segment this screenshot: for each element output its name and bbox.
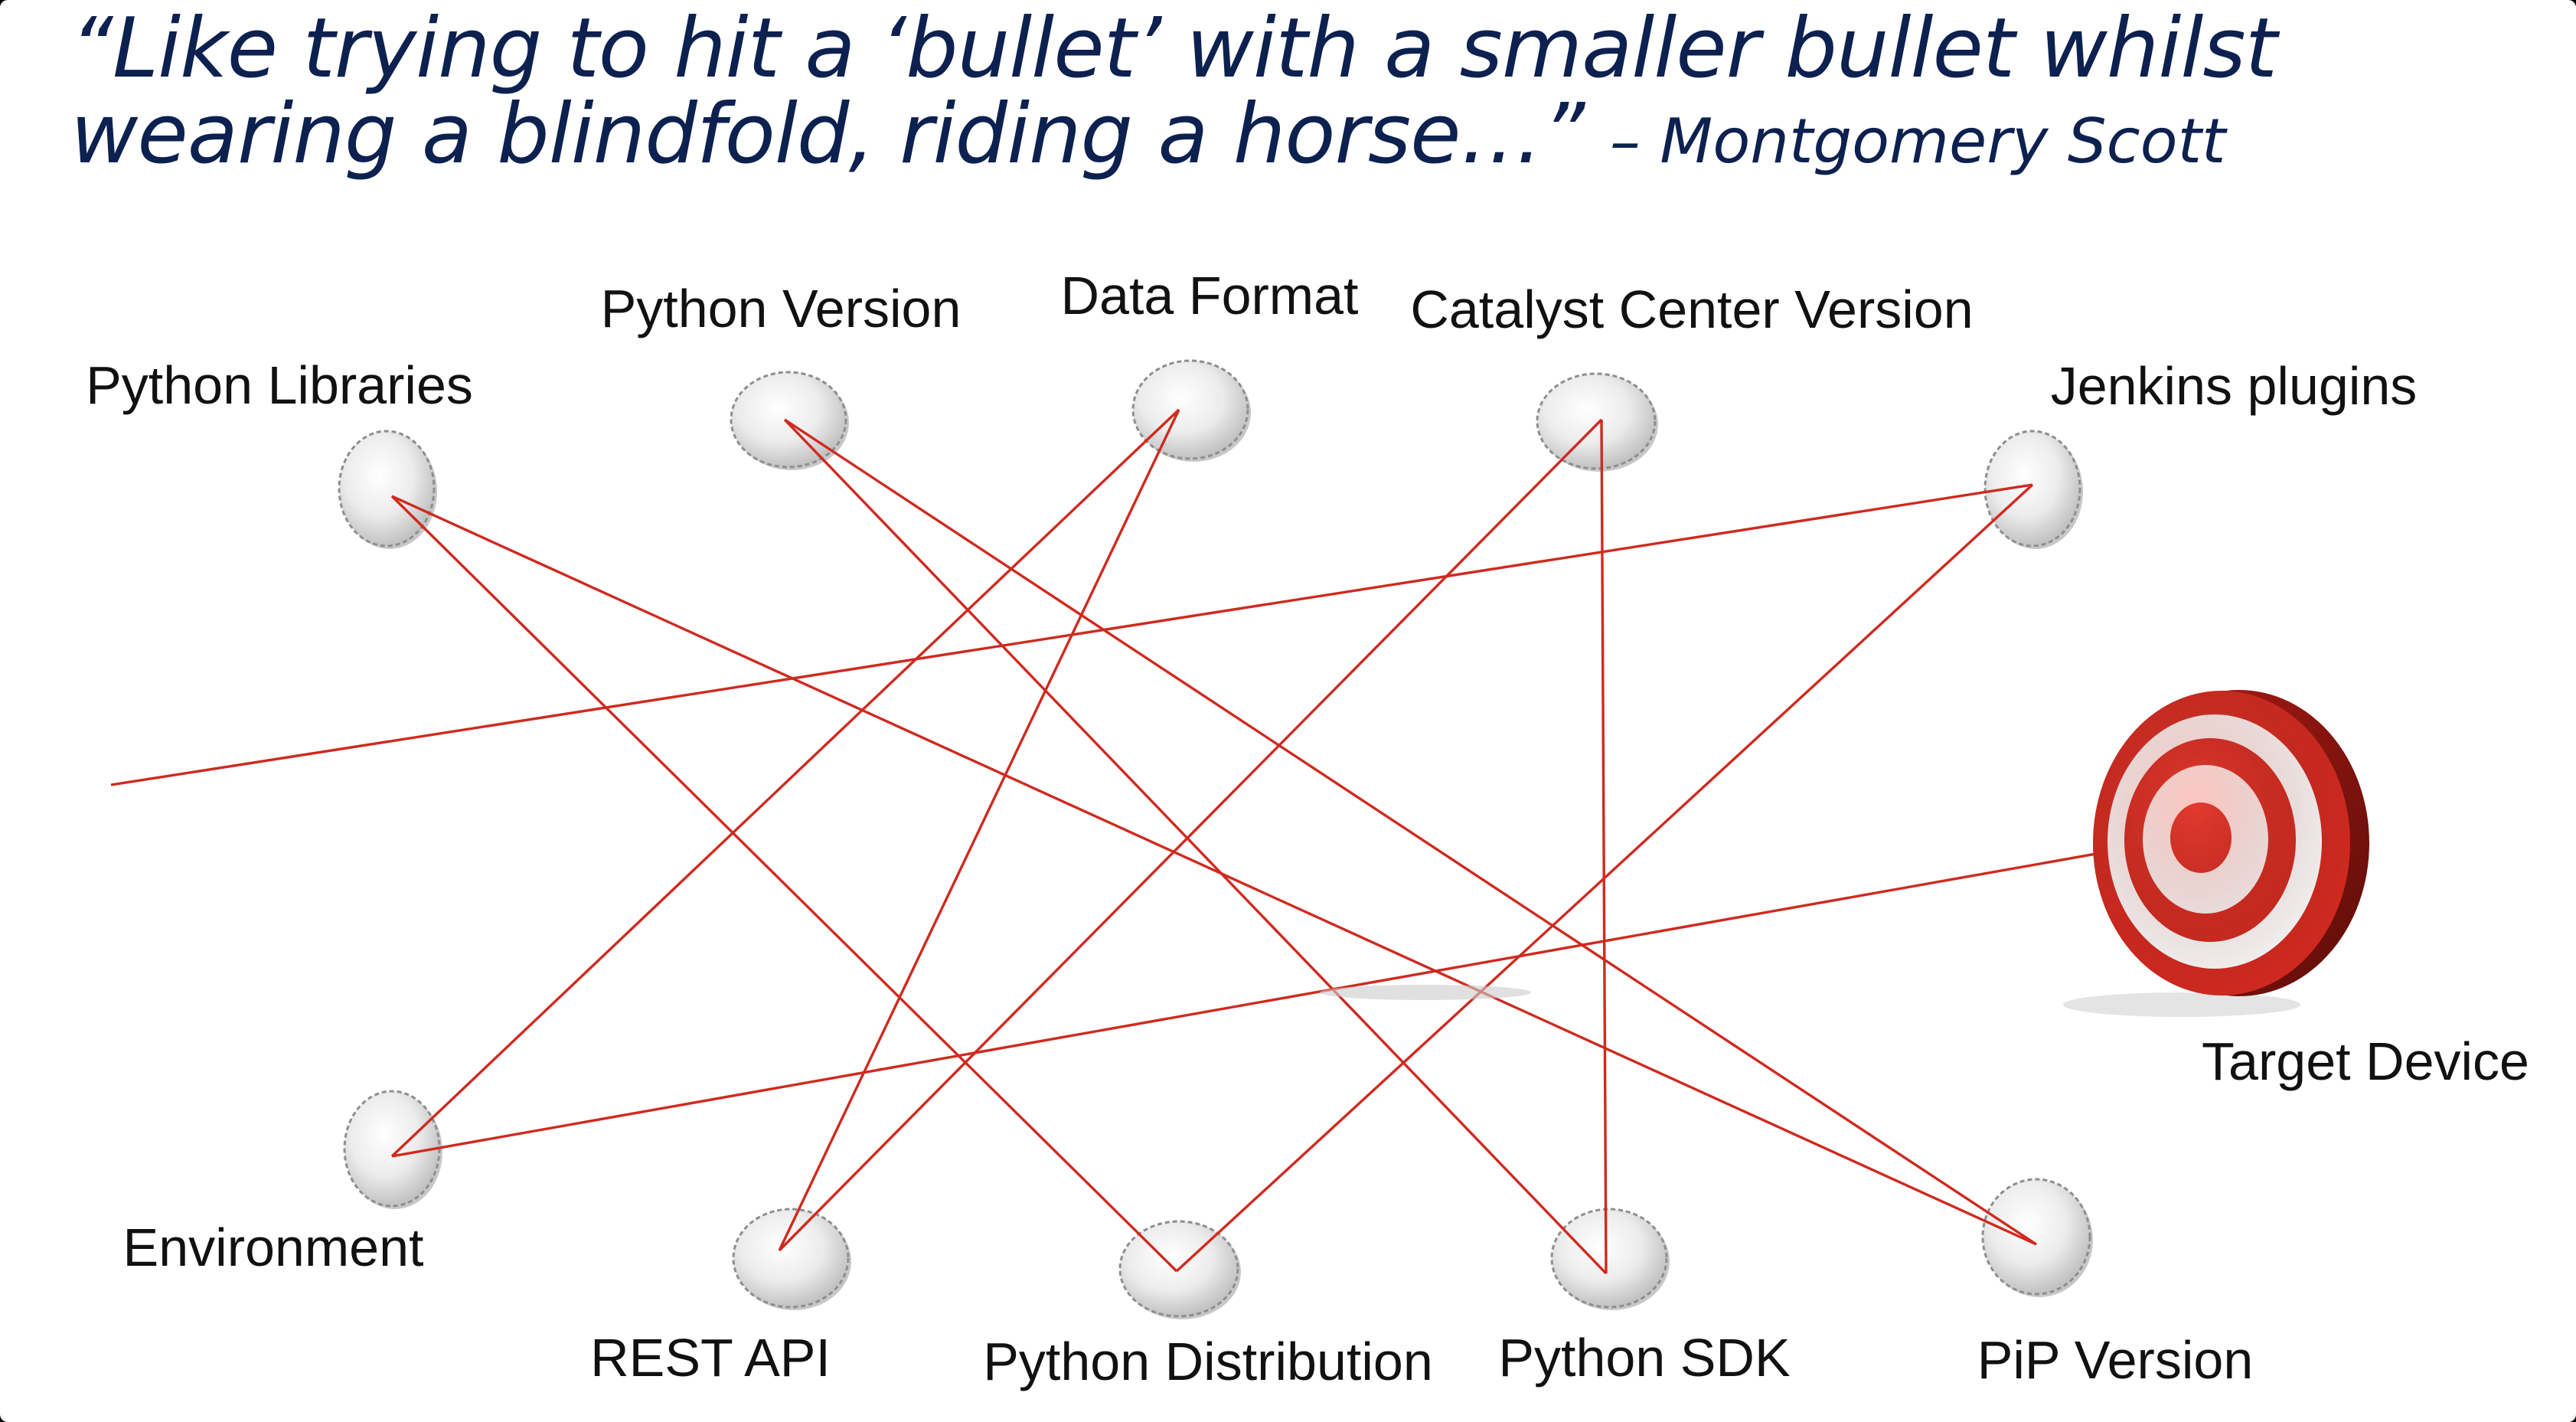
python-distribution-label: Python Distribution [983,1332,1433,1391]
data-format-node [1131,359,1251,462]
quote-text: “Like trying to hit a ‘bullet’ with a sm… [70,6,2482,185]
edge-python-version-to-python-sdk [783,418,1608,1275]
rest-api-node [732,1208,851,1310]
pip-version-node [1981,1178,2093,1297]
python-sdk-label: Python SDK [1498,1328,1790,1388]
python-libraries-node [338,430,437,549]
edge-jenkins-plugins-to-start [110,483,2033,786]
data-format-label: Data Format [1061,266,1359,325]
pip-version-label: PiP Version [1977,1330,2254,1390]
quote-body: “Like trying to hit a ‘bullet’ with a sm… [70,1,2277,182]
python-version-label: Python Version [601,279,962,338]
environment-node [343,1090,442,1209]
python-libraries-label: Python Libraries [86,355,473,415]
edge-python-libraries-to-pip-version [391,495,2037,1246]
edge-python-libraries-to-python-distribution [390,495,1178,1273]
target-icon [1320,690,2369,1017]
python-distribution-node [1118,1220,1241,1319]
quote-author: – Montgomery Scott [1609,106,2226,177]
node-discs [338,359,2093,1319]
catalyst-center-version-label: Catalyst Center Version [1410,279,1973,339]
jenkins-plugins-label: Jenkins plugins [2051,356,2418,416]
node-labels: Python Libraries Python Version Data Forma… [86,266,2529,1391]
edge-catalyst-center-version-to-rest-api [778,418,1603,1252]
edge-jenkins-plugins-to-python-distribution [1175,483,2034,1273]
rest-api-label: REST API [590,1328,831,1388]
python-version-node [730,371,849,470]
catalyst-center-version-node [1536,372,1658,472]
edge-data-format-to-environment [390,408,1180,1158]
edge-data-format-to-rest-api [778,409,1180,1251]
target-device-label: Target Device [2202,1031,2529,1091]
edges [110,408,2192,1275]
edge-catalyst-center-version-to-python-sdk [1600,419,1608,1274]
python-sdk-node [1550,1208,1670,1310]
environment-label: Environment [123,1218,424,1277]
jenkins-plugins-node [1983,430,2083,549]
edge-environment-to-target-device [391,835,2192,1158]
edge-python-version-to-pip-version [784,418,2037,1246]
